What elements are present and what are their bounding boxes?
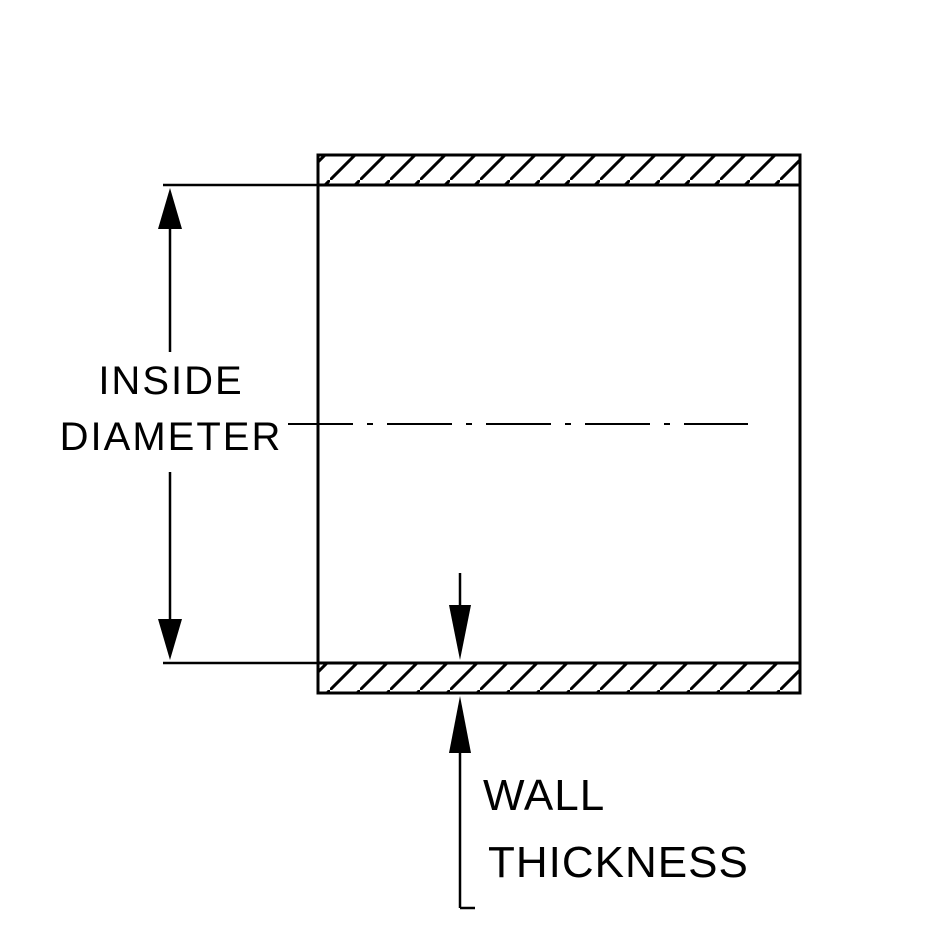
wall-thickness-arrow-down [449, 605, 471, 660]
inside-diameter-label-line1: INSIDE [98, 359, 243, 403]
inside-diameter-arrow-down [158, 619, 182, 660]
bottom-wall-hatch [316, 661, 802, 695]
inside-diameter-label-line2: DIAMETER [60, 415, 283, 459]
wall-thickness-label-line1: WALL [483, 771, 605, 820]
top-wall-hatch [316, 153, 802, 187]
wall-thickness-arrow-up [449, 696, 471, 753]
wall-thickness-label-line2: THICKNESS [488, 838, 749, 887]
inside-diameter-arrow-up [158, 188, 182, 229]
